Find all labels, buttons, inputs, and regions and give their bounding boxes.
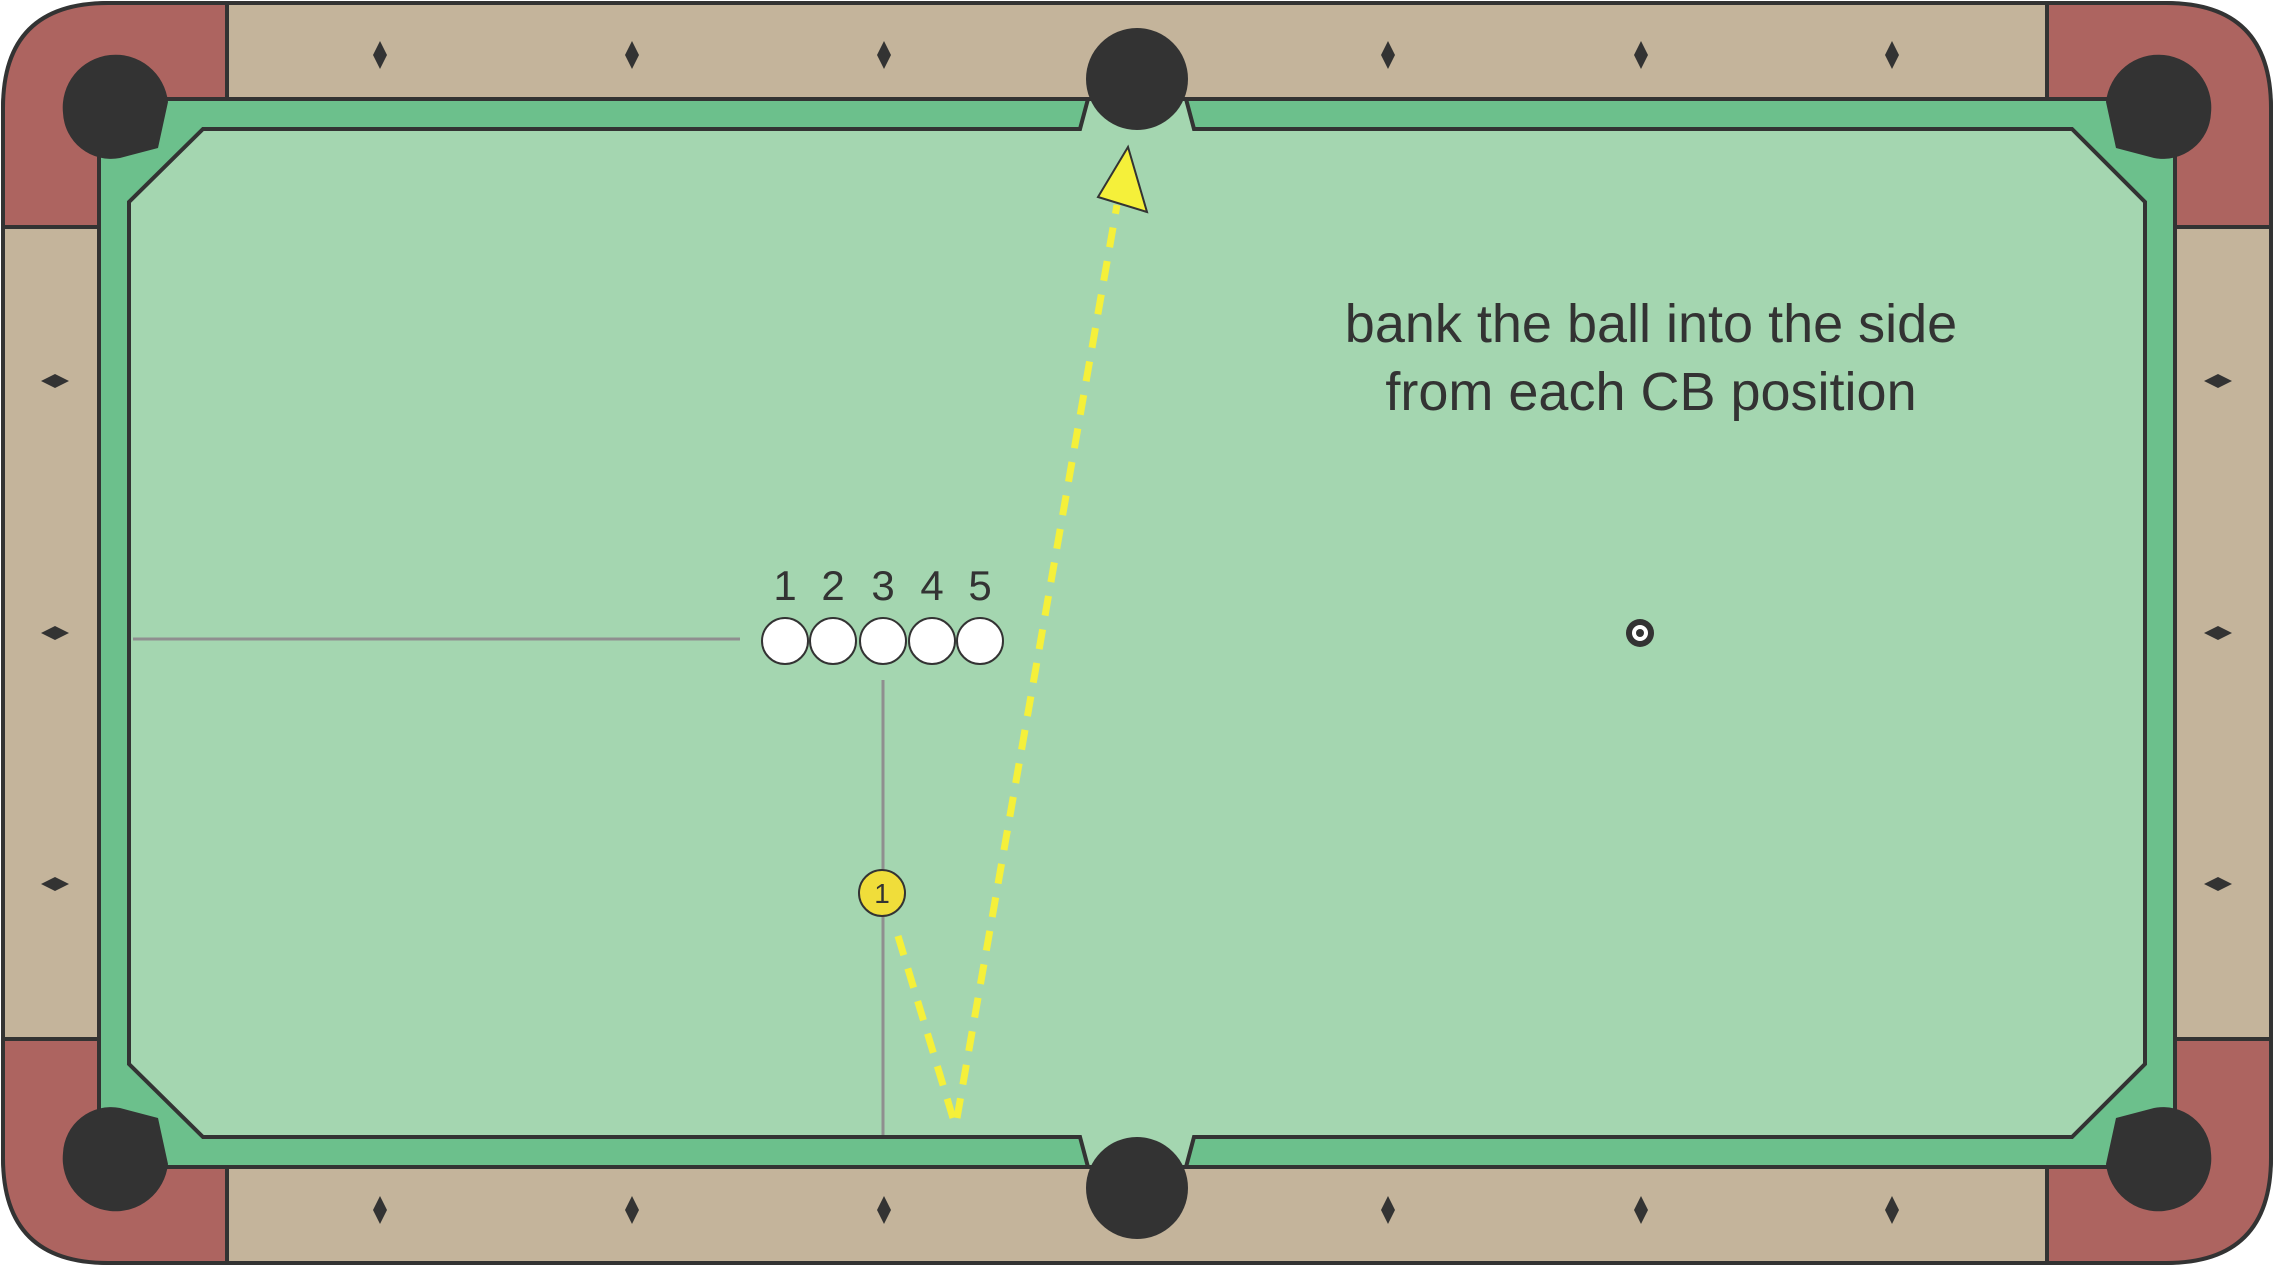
- playing-surface: [127, 97, 2147, 1169]
- shot-path: [894, 144, 1149, 1120]
- diamond-marker-icon: [41, 374, 69, 388]
- instruction-line-2: from each CB position: [1385, 362, 1916, 422]
- diamond-marker-icon: [1634, 1196, 1648, 1224]
- corner-block-bottom-left: [1, 1037, 229, 1265]
- cue-ball-position-1: [761, 617, 809, 665]
- pocket-icon: [62, 54, 168, 159]
- diamond-marker-icon: [877, 41, 891, 69]
- diamond-marker-icon: [2204, 877, 2232, 891]
- diamond-marker-icon: [41, 626, 69, 640]
- diamond-marker-icon: [625, 1196, 639, 1224]
- diamond-marker-icon: [1885, 41, 1899, 69]
- corner-block-bottom-right: [2045, 1037, 2273, 1265]
- diamond-marker-icon: [1381, 41, 1395, 69]
- pockets: [62, 28, 2212, 1239]
- cue-ball-position-5: [956, 617, 1004, 665]
- corner-block-top-left: [1, 1, 229, 229]
- diamond-marker-icon: [1885, 1196, 1899, 1224]
- cue-ball-position-label: 2: [821, 562, 844, 609]
- cue-ball-position-2: [809, 617, 857, 665]
- diamond-marker-icon: [41, 877, 69, 891]
- cue-ball-position-label: 4: [920, 562, 943, 609]
- diamond-marker-icon: [625, 41, 639, 69]
- object-ball: 1: [858, 869, 906, 917]
- arrowhead-icon: [1096, 144, 1149, 214]
- cue-ball-position-4: [908, 617, 956, 665]
- cue-ball-position-3: [859, 617, 907, 665]
- diamond-marker-icon: [373, 41, 387, 69]
- instruction-line-1: bank the ball into the side: [1345, 294, 1957, 354]
- pocket-icon: [1086, 1137, 1188, 1239]
- corner-block-top-right: [2045, 1, 2273, 229]
- pocket-icon: [62, 1107, 169, 1212]
- pocket-icon: [2106, 54, 2212, 159]
- spot-center: [1636, 629, 1644, 637]
- diamond-marker-icon: [2204, 626, 2232, 640]
- diamond-marker-icon: [2204, 374, 2232, 388]
- diamond-marker-icon: [877, 1196, 891, 1224]
- pocket-icon: [2106, 1107, 2212, 1212]
- path-to-side-pocket: [953, 204, 1121, 1119]
- ghost-ball-icon: [1626, 619, 1654, 647]
- diamond-marker-icon: [1634, 41, 1648, 69]
- diamond-marker-icon: [373, 1196, 387, 1224]
- cue-ball-position-label: 1: [773, 562, 796, 609]
- instruction-text: bank the ball into the side from each CB…: [1345, 294, 1957, 422]
- pocket-icon: [1086, 28, 1188, 130]
- diamond-markers: [41, 41, 2232, 1224]
- diamond-marker-icon: [1381, 1196, 1395, 1224]
- object-ball-circle: [858, 869, 906, 917]
- cue-ball-position-label: 3: [871, 562, 894, 609]
- object-ball-number: 1: [874, 878, 890, 909]
- cue-ball-position-label: 5: [968, 562, 991, 609]
